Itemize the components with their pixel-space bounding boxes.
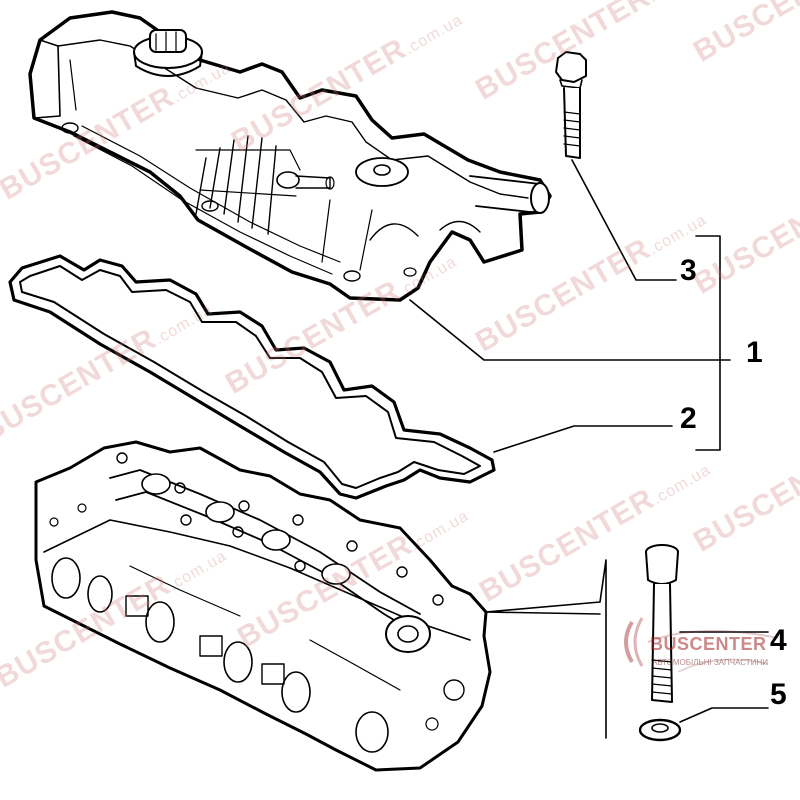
leader-head-bolt-group	[485, 559, 607, 739]
leader-5	[679, 707, 769, 723]
leader-2	[493, 425, 673, 453]
callout-3: 3	[680, 254, 697, 287]
leader-1	[409, 299, 731, 361]
head-bolt	[645, 544, 679, 703]
logo-name: BUSCENTER	[650, 634, 767, 654]
cover-bolt	[555, 51, 587, 159]
logo-tagline: АВТОМОБІЛЬНІ ЗАПЧАСТИНИ	[652, 658, 768, 667]
cylinder-head	[34, 440, 492, 772]
valve-cover	[28, 10, 552, 302]
callout-2: 2	[680, 402, 697, 435]
bracket-1-3	[695, 235, 721, 451]
valve-cover-gasket	[8, 254, 496, 500]
leader-head-bolt-group-lower	[485, 611, 601, 615]
head-bolt-washer	[638, 718, 682, 742]
leader-lines	[409, 159, 769, 739]
callout-1: 1	[746, 336, 763, 369]
leader-3	[571, 159, 677, 281]
callout-4: 4	[770, 624, 787, 657]
buscenter-logo	[624, 617, 779, 672]
callout-5: 5	[770, 678, 787, 711]
